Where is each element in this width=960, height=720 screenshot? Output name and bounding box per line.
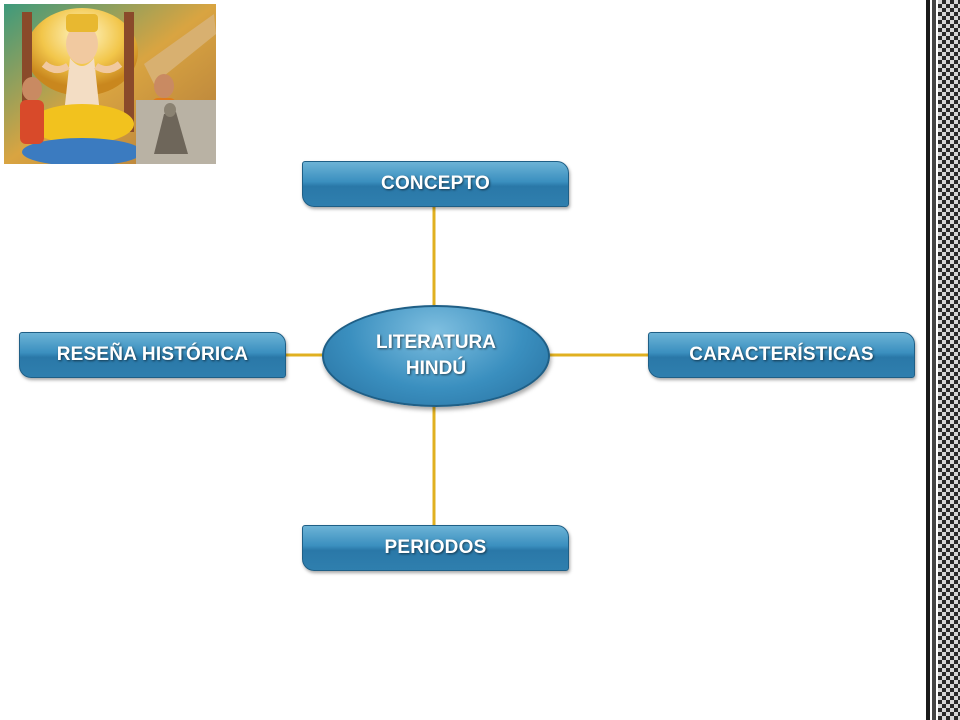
node-caracteristicas-label: CARACTERÍSTICAS: [689, 344, 874, 365]
node-caracteristicas: CARACTERÍSTICAS: [648, 332, 915, 378]
decorative-border-strip: [926, 0, 960, 720]
node-periodos-label: PERIODOS: [384, 537, 487, 558]
center-node-line1: LITERATURA: [376, 332, 496, 353]
center-node-literatura-hindu: LITERATURA HINDÚ: [322, 305, 550, 407]
deity-illustration: [4, 4, 216, 164]
center-node-line2: HINDÚ: [405, 358, 467, 379]
node-periodos: PERIODOS: [302, 525, 569, 571]
hindu-deity-picture: [4, 4, 216, 164]
node-resena-historica-label: RESEÑA HISTÓRICA: [56, 344, 249, 365]
node-resena-historica: RESEÑA HISTÓRICA: [19, 332, 286, 378]
node-concepto: CONCEPTO: [302, 161, 569, 207]
node-concepto-label: CONCEPTO: [381, 173, 490, 194]
